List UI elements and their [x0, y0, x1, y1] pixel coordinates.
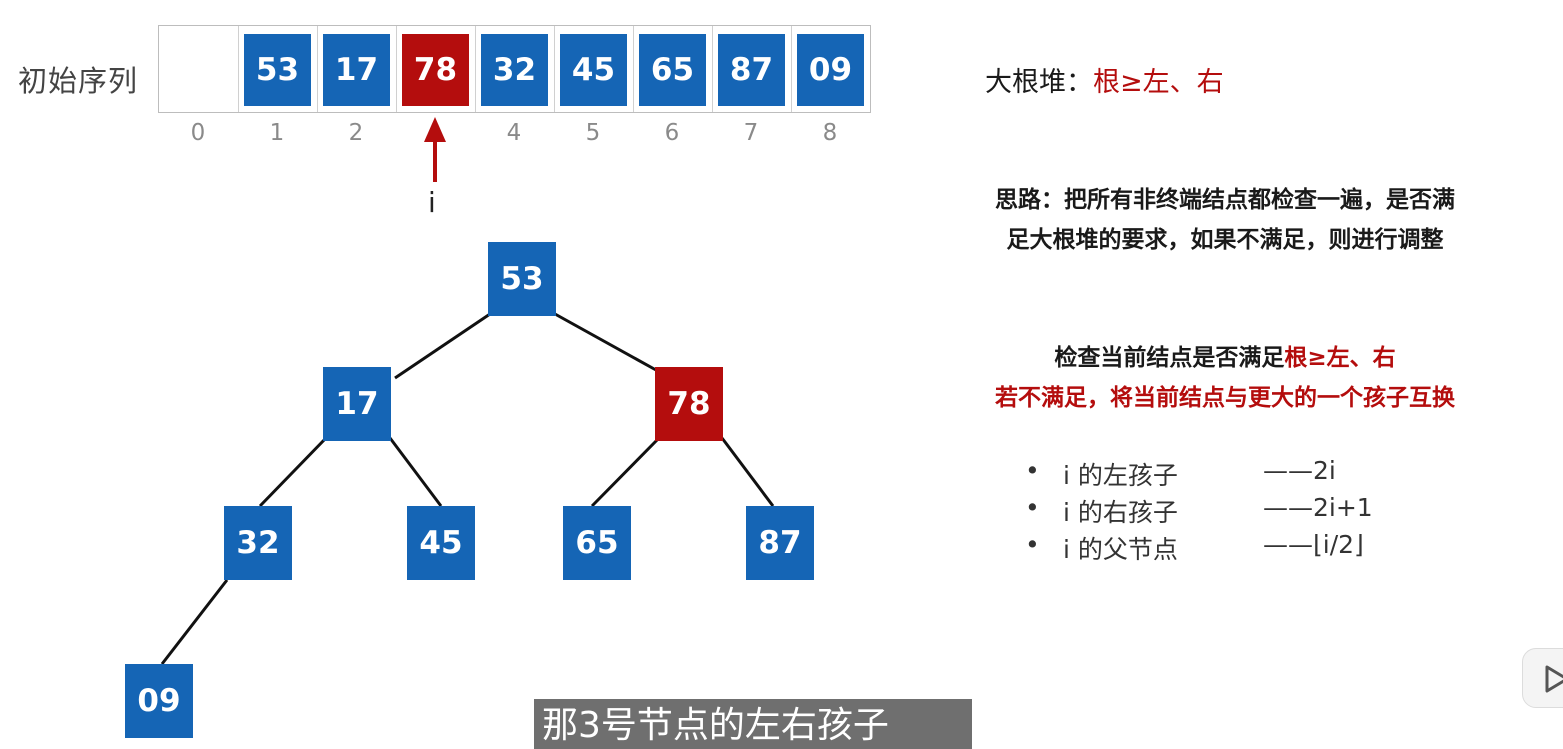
idea-line-1: 思路：把所有非终端结点都检查一遍，是否满 [995, 187, 1455, 213]
edge-17-32 [258, 436, 328, 508]
pointer-label: i [428, 186, 436, 219]
list-item: • i 的父节点 ——⌊i/2⌋ [1025, 530, 1445, 567]
array-cell-7: 87 [718, 34, 785, 106]
bullet-icon: • [1025, 456, 1040, 485]
bullet-icon: • [1025, 530, 1040, 559]
check-rule: 根≥左、右 [1284, 345, 1396, 371]
video-subtitle: 那3号节点的左右孩子 [534, 699, 972, 749]
edge-78-65 [590, 436, 661, 508]
list-item: • i 的右孩子 ——2i+1 [1025, 493, 1445, 530]
tree-node-3: 78 [655, 367, 723, 441]
heap-title: 大根堆： [985, 67, 1093, 98]
idea-line-2: 足大根堆的要求，如果不满足，则进行调整 [1006, 227, 1444, 253]
array-cell-4: 32 [481, 34, 548, 106]
cell-divider [712, 26, 713, 112]
check-line-1: 检查当前结点是否满足根≥左、右 [945, 338, 1505, 378]
formula-value: ——2i [1263, 456, 1336, 485]
array-index-7: 7 [743, 120, 759, 146]
tree-node-8: 09 [125, 664, 193, 738]
check-prefix: 检查当前结点是否满足 [1054, 345, 1285, 371]
edge-53-78 [554, 312, 657, 372]
formula-label: i 的左孩子 [1063, 461, 1178, 490]
tree-node-4: 32 [224, 506, 292, 580]
tree-node-5: 45 [407, 506, 475, 580]
array-cell-1: 53 [244, 34, 311, 106]
list-item: • i 的左孩子 ——2i [1025, 456, 1445, 493]
index-formulas: • i 的左孩子 ——2i • i 的右孩子 ——2i+1 • i 的父节点 —… [1025, 456, 1445, 567]
check-text: 检查当前结点是否满足根≥左、右 若不满足，将当前结点与更大的一个孩子互换 [945, 338, 1505, 418]
array-container: 53 17 78 32 45 65 87 09 [158, 25, 871, 113]
cell-divider [791, 26, 792, 112]
edge-32-09 [160, 579, 229, 665]
heap-definition: 大根堆：根≥左、右 [985, 60, 1224, 99]
array-index-2: 2 [348, 120, 364, 146]
cell-divider [475, 26, 476, 112]
heap-rule: 根≥左、右 [1093, 67, 1224, 98]
idea-text: 思路：把所有非终端结点都检查一遍，是否满 足大根堆的要求，如果不满足，则进行调整 [945, 180, 1505, 260]
formula-label: i 的父节点 [1063, 535, 1178, 564]
formula-label: i 的右孩子 [1063, 498, 1178, 527]
array-index-0: 0 [190, 120, 206, 146]
array-cell-8: 09 [797, 34, 864, 106]
array-cell-2: 17 [323, 34, 390, 106]
array-index-5: 5 [585, 120, 601, 146]
array-index-8: 8 [822, 120, 838, 146]
formula-value: ——2i+1 [1263, 493, 1373, 522]
tree-node-7: 87 [746, 506, 814, 580]
tree-node-6: 65 [563, 506, 631, 580]
array-index-1: 1 [269, 120, 285, 146]
tree-node-1: 53 [488, 242, 556, 316]
array-index-6: 6 [664, 120, 680, 146]
array-cell-3: 78 [402, 34, 469, 106]
pointer-arrow-icon [424, 117, 446, 182]
array-index-4: 4 [506, 120, 522, 146]
bullet-icon: • [1025, 493, 1040, 522]
cell-divider [396, 26, 397, 112]
edge-78-87 [720, 437, 775, 507]
cell-divider [317, 26, 318, 112]
check-line-2: 若不满足，将当前结点与更大的一个孩子互换 [995, 385, 1455, 411]
array-label: 初始序列 [18, 64, 139, 98]
edge-17-45 [388, 437, 443, 507]
edge-53-17 [394, 312, 491, 380]
play-triangle-icon [1545, 665, 1563, 693]
array-cell-5: 45 [560, 34, 627, 106]
formula-value: ——⌊i/2⌋ [1263, 530, 1364, 559]
play-icon[interactable] [1522, 648, 1563, 708]
tree-node-2: 17 [323, 367, 391, 441]
cell-divider [238, 26, 239, 112]
array-cell-6: 65 [639, 34, 706, 106]
cell-divider [554, 26, 555, 112]
cell-divider [633, 26, 634, 112]
